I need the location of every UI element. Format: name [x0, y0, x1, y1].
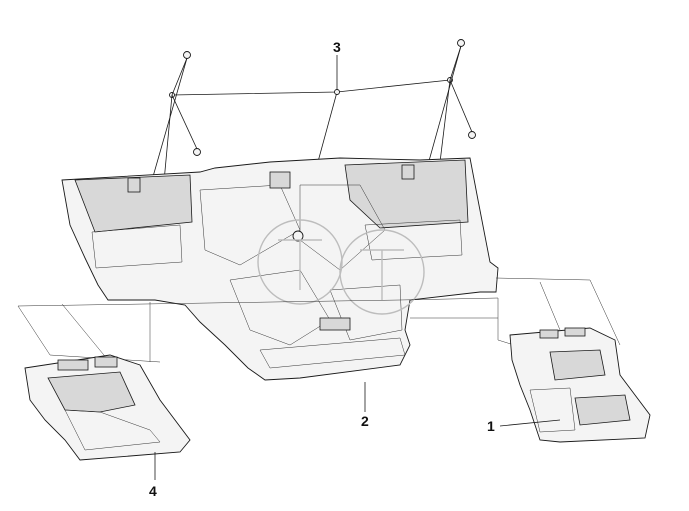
callout-1: 1	[487, 418, 495, 434]
callout-3: 3	[333, 39, 341, 55]
callout-4: 4	[149, 483, 157, 499]
floor-covering-2	[61, 157, 499, 381]
callout-2: 2	[361, 413, 369, 429]
side-mat-4	[24, 354, 191, 480]
projection-lines	[17, 277, 621, 363]
watermark-logo	[257, 219, 425, 315]
side-mat-1	[499, 327, 651, 443]
